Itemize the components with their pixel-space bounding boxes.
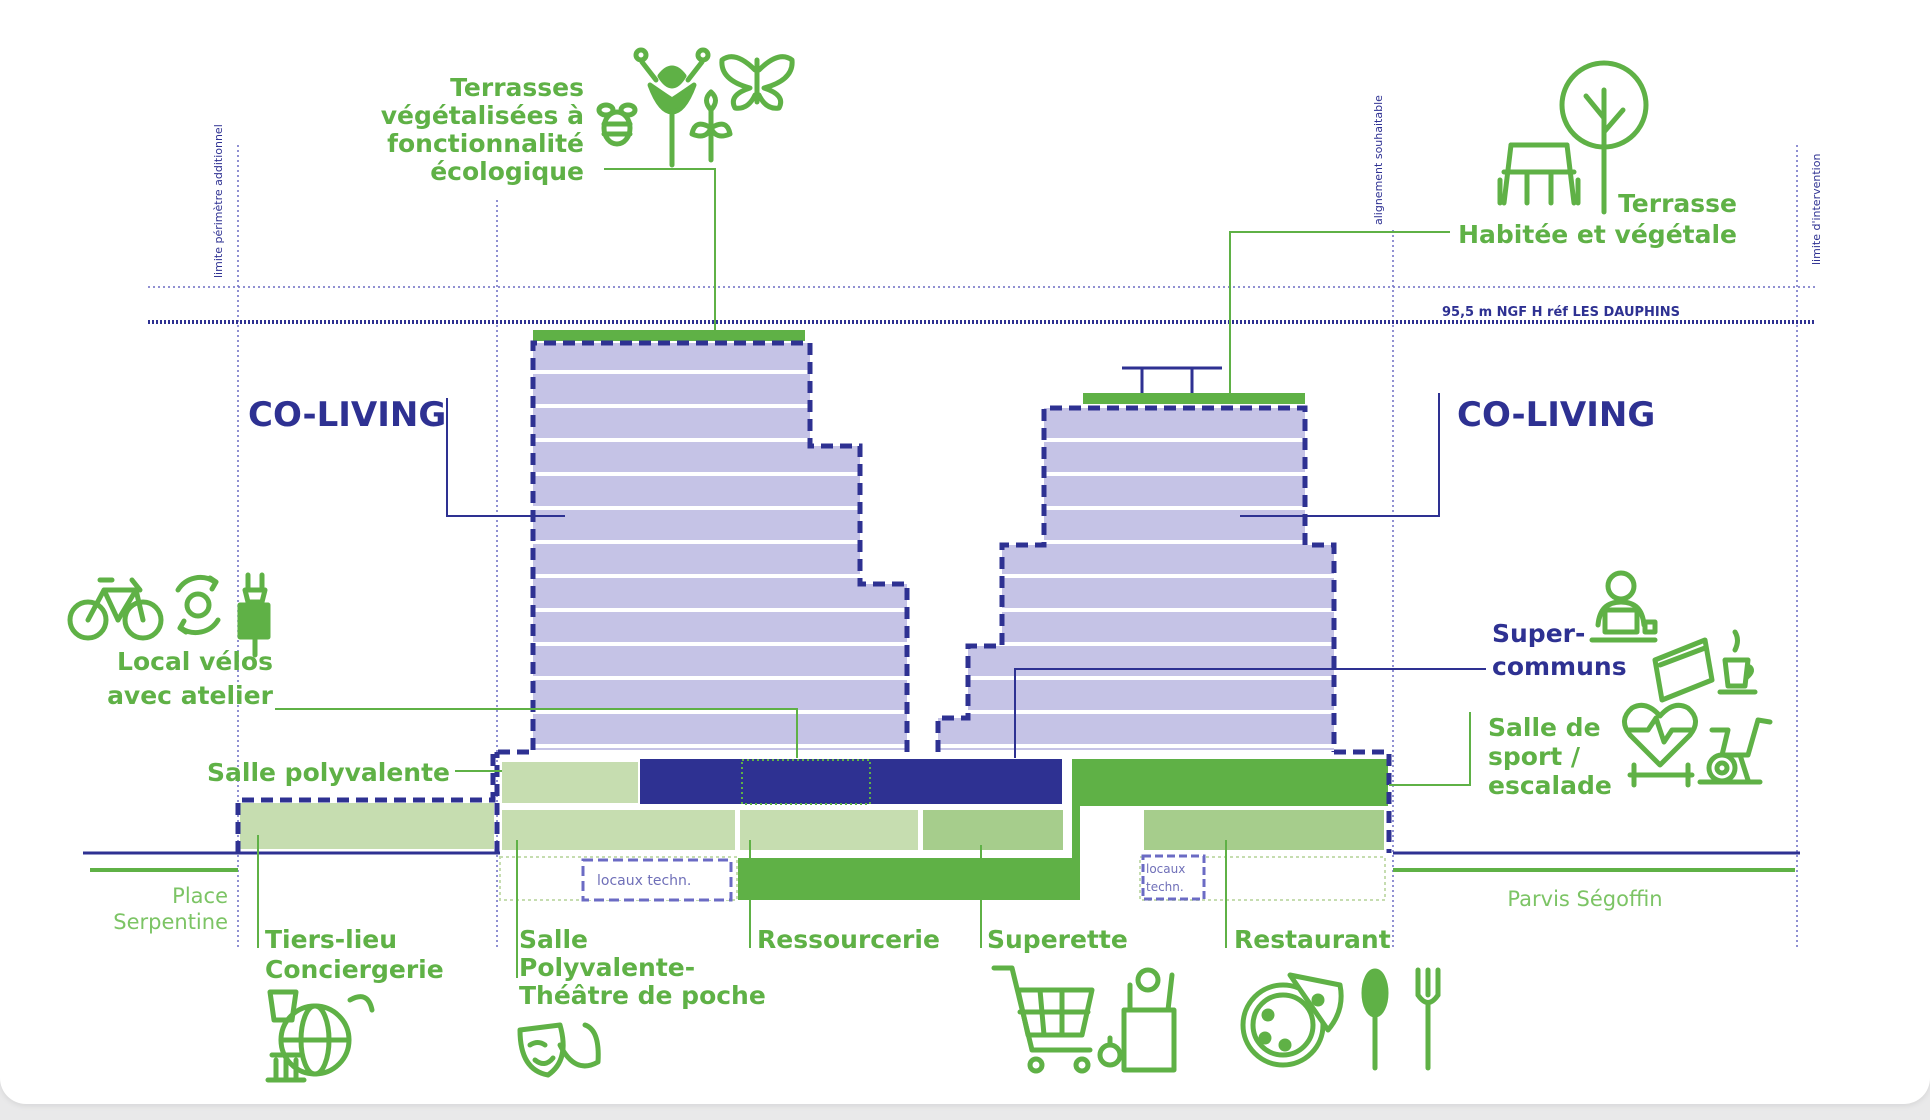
- salle-theatre-label-2: Polyvalente-: [519, 953, 695, 982]
- ressourcerie-label: Ressourcerie: [757, 925, 940, 954]
- basement-block: [738, 858, 1078, 900]
- roof-table-icon: [1122, 366, 1222, 393]
- pizza-icon: [1240, 972, 1344, 1068]
- plinth: [235, 749, 1392, 902]
- salle-polyvalente-block: [502, 762, 638, 803]
- theatre-block: [502, 810, 735, 850]
- bee-icon: [596, 102, 638, 147]
- culture-globe-icon: [265, 989, 375, 1083]
- salle-polyvalente-label: Salle polyvalente: [207, 758, 450, 787]
- spoon-icon: [1361, 968, 1389, 1071]
- supercommuns-block: [640, 759, 1062, 804]
- supercommuns-label-1: Super-: [1492, 619, 1585, 648]
- tiers-lieu-label-1: Tiers-lieu: [265, 925, 397, 954]
- laptop-worker-icon: [1589, 570, 1658, 643]
- book-coffee-icon: [1652, 629, 1758, 703]
- salle-sport-label-3: escalade: [1488, 771, 1612, 800]
- restaurant-block: [1144, 810, 1384, 850]
- locaux-techn-label-2b: techn.: [1146, 880, 1184, 894]
- coliving-tower-right: [935, 366, 1337, 752]
- theatre-masks-icon: [517, 1022, 601, 1078]
- butterfly-icon: [719, 54, 795, 111]
- locaux-techn-box-2: [1141, 854, 1206, 901]
- locaux-techn-label-1: locaux techn.: [597, 873, 691, 889]
- limite-perimetre-note: limite périmètre additionnel: [212, 124, 225, 278]
- grocery-bag-icon: [1097, 967, 1177, 1073]
- picnic-table-icon: [1497, 142, 1581, 206]
- locaux-techn-box-1: [581, 858, 733, 902]
- terrasses-label-4: écologique: [430, 157, 584, 186]
- alignement-note: alignement souhaitable: [1372, 95, 1385, 225]
- terrasses-label-3: fonctionnalité: [387, 129, 584, 158]
- shopping-cart-icon: [991, 965, 1095, 1074]
- ressourcerie-block-top: [740, 810, 918, 850]
- bicycle-icon: [67, 577, 164, 641]
- superette-label: Superette: [987, 925, 1128, 954]
- terrasse-habitee-label-1: Terrasse: [1618, 189, 1737, 218]
- fork-icon: [1415, 967, 1441, 1071]
- exercise-bike-icon: [1697, 717, 1773, 785]
- flower-icon: [633, 47, 711, 168]
- salle-theatre-label-3: Théâtre de poche: [519, 981, 766, 1010]
- coliving-tower-left: [530, 330, 910, 752]
- salle-theatre-label-1: Salle: [519, 925, 588, 954]
- terrasse-habitee-label-2: Habitée et végétale: [1458, 220, 1737, 249]
- seedling-icon: [689, 89, 733, 163]
- plinth-outline-right: [1334, 749, 1392, 853]
- salle-sport-label-1: Salle de: [1488, 713, 1601, 742]
- sport-block: [1072, 759, 1388, 848]
- tiers-lieu-label-2: Conciergerie: [265, 955, 444, 984]
- place-label-2: Serpentine: [113, 910, 228, 934]
- local-velos-block: [741, 759, 871, 805]
- place-label-1: Place: [172, 884, 228, 908]
- coliving-label-right: CO-LIVING: [1457, 395, 1655, 435]
- tree-icon: [1559, 60, 1649, 215]
- tiers-lieu-block: [240, 803, 494, 849]
- recycle-gear-icon: [175, 574, 221, 636]
- repair-hand-icon: [237, 572, 271, 658]
- ground-floor-strip: [1072, 806, 1080, 900]
- heart-dumbbell-icon: [1622, 702, 1698, 788]
- local-velos-label-1: Local vélos: [117, 647, 273, 676]
- supercommuns-label-2: communs: [1492, 652, 1627, 681]
- leader-lines: [257, 168, 1486, 978]
- limite-intervention-note: limite d'intervention: [1810, 154, 1823, 265]
- locaux-techn-label-2a: locaux: [1146, 862, 1185, 876]
- restaurant-label: Restaurant: [1234, 925, 1391, 954]
- basement-outline-right: [1139, 856, 1386, 901]
- terrasses-label-2: végétalisées à: [381, 101, 584, 130]
- height-reference-note: 95,5 m NGF H réf LES DAUPHINS: [1442, 305, 1680, 320]
- parvis-label: Parvis Ségoffin: [1507, 887, 1662, 911]
- local-velos-label-2: avec atelier: [107, 681, 274, 710]
- coliving-label-left: CO-LIVING: [248, 395, 446, 435]
- salle-sport-label-2: sport /: [1488, 742, 1581, 771]
- superette-block: [923, 810, 1063, 850]
- plinth-outline: [235, 749, 533, 853]
- terrasses-label-1: Terrasses: [450, 73, 584, 102]
